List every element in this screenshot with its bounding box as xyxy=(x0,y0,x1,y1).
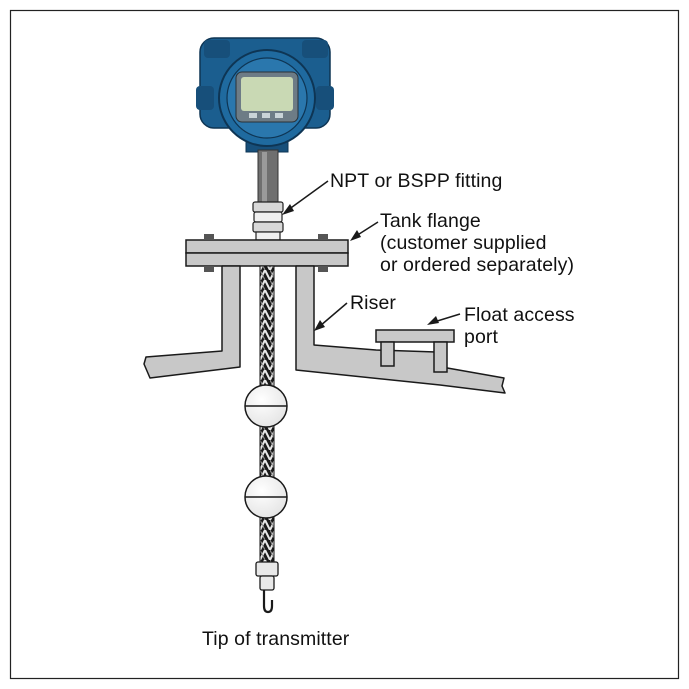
transmitter-tip xyxy=(255,561,279,614)
float-port-arrow xyxy=(433,313,461,323)
riser-and-tank xyxy=(143,265,506,394)
transmitter-stem xyxy=(257,149,279,205)
riser-arrow xyxy=(319,302,348,327)
npt-arrow xyxy=(287,180,329,211)
outer-border xyxy=(9,9,680,680)
flange-arrowhead xyxy=(350,230,361,241)
tank-flange-label-line1: Tank flange xyxy=(380,210,481,232)
riser-label: Riser xyxy=(350,292,397,314)
tank-flange xyxy=(185,234,349,272)
flange-arrow xyxy=(355,221,379,237)
float-access-port-label-line1: Float access xyxy=(464,304,575,326)
transmitter-housing xyxy=(196,37,334,153)
riser-arrowhead xyxy=(314,320,325,331)
lower-float xyxy=(244,475,288,519)
npt-arrowhead xyxy=(282,204,294,215)
upper-float xyxy=(244,384,288,428)
npt-bspp-fitting xyxy=(252,201,284,241)
float-access-port-label: Float access port xyxy=(464,304,575,348)
tank-flange-label: Tank flange (customer supplied or ordere… xyxy=(380,210,574,276)
leader-arrows xyxy=(282,180,461,331)
tank-flange-label-line3: or ordered separately) xyxy=(380,254,575,276)
display-window xyxy=(241,77,293,111)
float-port-arrowhead xyxy=(427,316,439,325)
float-access-port-label-line2: port xyxy=(464,326,499,348)
npt-fitting-label: NPT or BSPP fitting xyxy=(330,170,503,192)
tip-of-transmitter-label: Tip of transmitter xyxy=(202,628,350,650)
tank-flange-label-line2: (customer supplied xyxy=(380,232,547,254)
